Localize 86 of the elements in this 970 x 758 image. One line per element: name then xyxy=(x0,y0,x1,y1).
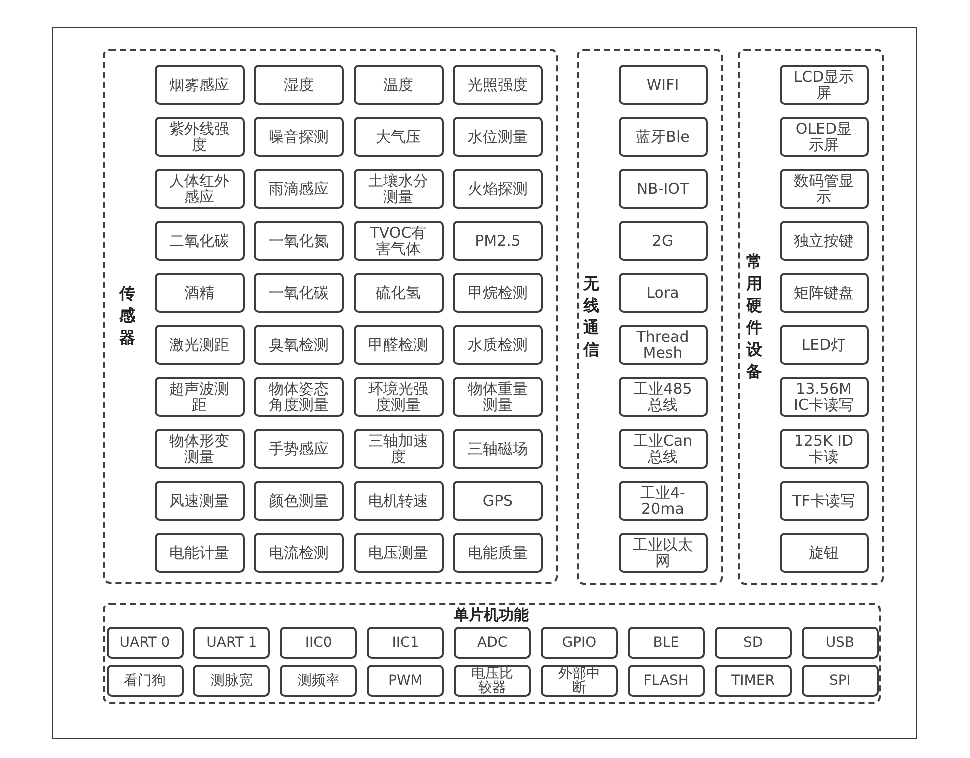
module-box: 蓝牙Ble xyxy=(618,116,708,156)
module-box: 水质检测 xyxy=(453,324,543,364)
module-box: BLE xyxy=(628,626,705,658)
module-box: 激光测距 xyxy=(154,324,244,364)
module-box: 人体红外感应 xyxy=(154,168,244,208)
module-box: LCD显示屏 xyxy=(780,64,868,104)
module-box: 光照强度 xyxy=(453,64,543,104)
module-box: 噪音探测 xyxy=(254,116,344,156)
module-box: LED灯 xyxy=(780,324,868,364)
module-box: GPS xyxy=(453,480,543,520)
module-box: TVOC有害气体 xyxy=(354,220,444,260)
module-box: 大气压 xyxy=(354,116,444,156)
dashed-group-panel xyxy=(102,602,880,704)
module-box: 臭氧检测 xyxy=(254,324,344,364)
group-title: 单片机功能 xyxy=(454,606,529,623)
module-box: 三轴加速度 xyxy=(354,428,444,468)
module-box: 酒精 xyxy=(154,272,244,312)
module-box: 超声波测距 xyxy=(154,376,244,416)
module-box: SPI xyxy=(802,664,879,696)
module-box: Thread Mesh xyxy=(618,324,708,364)
module-box: 三轴磁场 xyxy=(453,428,543,468)
module-box: 紫外线强度 xyxy=(154,116,244,156)
module-box: 矩阵键盘 xyxy=(780,272,868,312)
module-box: UART 1 xyxy=(193,626,270,658)
module-box: SD xyxy=(714,626,792,658)
module-box: 工业以太网 xyxy=(618,532,708,572)
module-box: 物体姿态角度测量 xyxy=(254,376,344,416)
module-box: TF卡读写 xyxy=(780,480,868,520)
module-box: 测频率 xyxy=(280,664,358,696)
module-box: 一氧化碳 xyxy=(254,272,344,312)
module-box: 风速测量 xyxy=(154,480,244,520)
module-box: OLED显示屏 xyxy=(780,116,868,156)
module-box: 火焰探测 xyxy=(453,168,543,208)
module-box: 独立按键 xyxy=(780,220,868,260)
module-box: 硫化氢 xyxy=(354,272,444,312)
module-box: FLASH xyxy=(628,664,705,696)
module-box: 电流检测 xyxy=(254,532,344,572)
dashed-group-panel xyxy=(102,48,558,584)
module-box: 手势感应 xyxy=(254,428,344,468)
module-box: 一氧化氮 xyxy=(254,220,344,260)
module-box: 土壤水分测量 xyxy=(354,168,444,208)
module-box: PWM xyxy=(367,664,444,696)
module-box: 烟雾感应 xyxy=(154,64,244,104)
module-box: 测脉宽 xyxy=(193,664,270,696)
module-box: UART 0 xyxy=(106,626,184,658)
module-box: 电能质量 xyxy=(453,532,543,572)
module-box: 看门狗 xyxy=(106,664,184,696)
group-title: 无线通信 xyxy=(582,272,600,360)
module-box: NB-IOT xyxy=(618,168,708,208)
module-box: 工业4-20ma xyxy=(618,480,708,520)
module-box: 湿度 xyxy=(254,64,344,104)
module-box: 外部中断 xyxy=(541,664,618,696)
module-box: 环境光强度测量 xyxy=(354,376,444,416)
module-box: 125K ID卡读 xyxy=(780,428,868,468)
module-box: 雨滴感应 xyxy=(254,168,344,208)
module-box: 工业485总线 xyxy=(618,376,708,416)
module-box: IIC0 xyxy=(280,626,358,658)
module-box: 旋钮 xyxy=(780,532,868,572)
module-box: 电能计量 xyxy=(154,532,244,572)
module-box: 13.56M IC卡读写 xyxy=(780,376,868,416)
module-box: 温度 xyxy=(354,64,444,104)
module-box: 水位测量 xyxy=(453,116,543,156)
module-box: USB xyxy=(802,626,879,658)
module-box: 物体形变测量 xyxy=(154,428,244,468)
dashed-group-panel xyxy=(576,48,722,584)
module-box: 物体重量测量 xyxy=(453,376,543,416)
group-title: 常用硬件设备 xyxy=(746,250,764,382)
module-box: 数码管显示 xyxy=(780,168,868,208)
module-box: 2G xyxy=(618,220,708,260)
module-box: 甲烷检测 xyxy=(453,272,543,312)
module-box: IIC1 xyxy=(367,626,444,658)
module-box: Lora xyxy=(618,272,708,312)
module-box: TIMER xyxy=(714,664,792,696)
module-box: 电压测量 xyxy=(354,532,444,572)
module-box: WIFI xyxy=(618,64,708,104)
module-box: GPIO xyxy=(541,626,618,658)
module-box: 甲醛检测 xyxy=(354,324,444,364)
module-box: 二氧化碳 xyxy=(154,220,244,260)
module-box: 电压比较器 xyxy=(454,664,532,696)
module-box: PM2.5 xyxy=(453,220,543,260)
group-title: 传感器 xyxy=(118,283,136,349)
dashed-group-panel xyxy=(738,48,884,584)
module-box: ADC xyxy=(454,626,532,658)
module-box: 工业Can总线 xyxy=(618,428,708,468)
module-box: 电机转速 xyxy=(354,480,444,520)
module-box: 颜色测量 xyxy=(254,480,344,520)
